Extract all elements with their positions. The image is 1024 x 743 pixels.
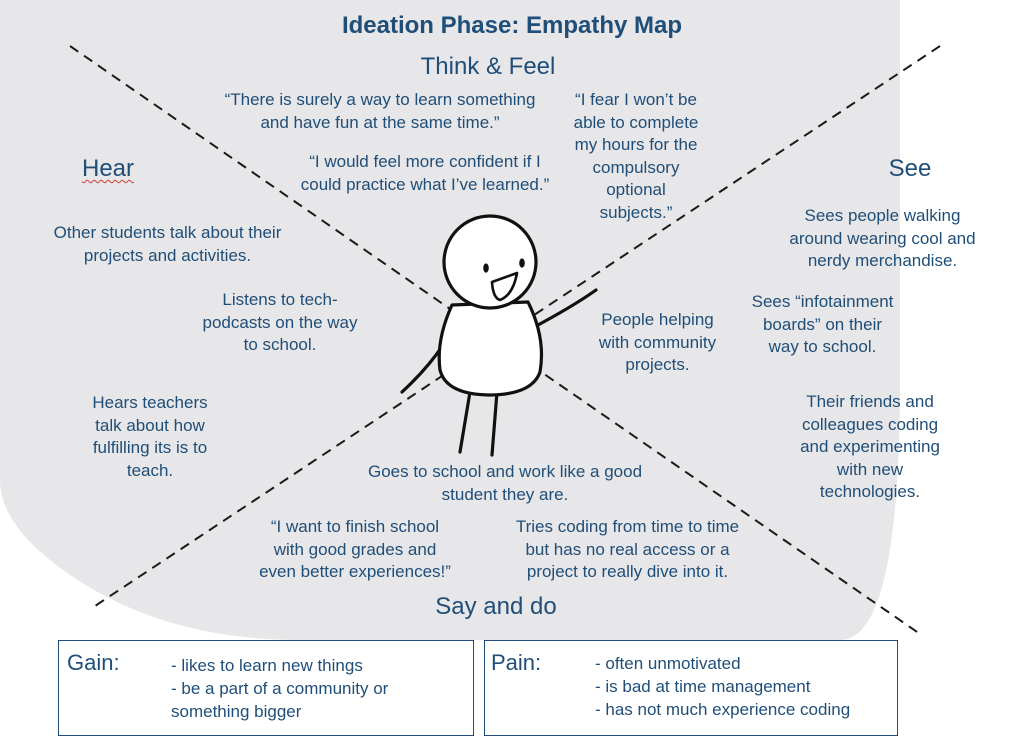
gain-item: - likes to learn new things	[171, 656, 363, 675]
hear-note: Other students talk about their projects…	[53, 223, 282, 265]
gain-list: - likes to learn new things - be a part …	[171, 654, 388, 723]
hear-note: Hears teachers talk about how fulfilling…	[92, 393, 208, 480]
think-feel-note: “I would feel more confident if I could …	[300, 152, 550, 194]
say-do-heading: Say and do	[435, 593, 557, 620]
gain-item: - be a part of a community or	[171, 679, 389, 698]
pain-item: - often unmotivated	[595, 654, 741, 673]
think-feel-heading: Think & Feel	[420, 53, 556, 80]
hear-heading: Hear	[81, 155, 135, 182]
pain-list: - often unmotivated - is bad at time man…	[595, 652, 850, 721]
see-note: Their friends and colleagues coding and …	[800, 392, 940, 501]
say-do-note: “I want to finish school with good grade…	[259, 517, 451, 581]
diagram-title: Ideation Phase: Empathy Map	[341, 12, 683, 39]
see-heading: See	[888, 155, 932, 182]
pain-item: - has not much experience coding	[595, 700, 851, 719]
see-note: People helping with community projects.	[598, 310, 717, 374]
think-feel-note: “There is surely a way to learn somethin…	[224, 90, 536, 132]
gain-item: something bigger	[171, 702, 302, 721]
think-feel-note: “I fear I won’t be able to complete my h…	[573, 90, 699, 222]
pain-label: Pain:	[491, 650, 542, 675]
say-do-note: Tries coding from time to time but has n…	[515, 517, 740, 581]
say-do-note: Goes to school and work like a good stud…	[367, 462, 643, 504]
hear-note: Listens to tech- podcasts on the way to …	[202, 290, 358, 354]
gain-label: Gain:	[67, 650, 120, 675]
gain-box: Gain: - likes to learn new things - be a…	[58, 640, 474, 736]
see-note: Sees “infotainment boards” on their way …	[751, 292, 894, 356]
pain-item: - is bad at time management	[595, 677, 811, 696]
stick-figure-icon	[400, 214, 598, 457]
pain-box: Pain: - often unmotivated - is bad at ti…	[484, 640, 898, 736]
see-note: Sees people walking around wearing cool …	[789, 206, 976, 270]
